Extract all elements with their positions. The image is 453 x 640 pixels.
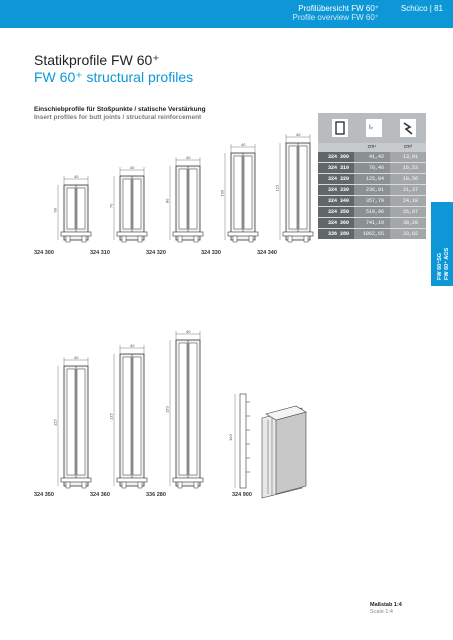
width-dimension: 40 (130, 344, 134, 348)
height-dimension: 70 (110, 204, 114, 208)
article-number: 324 300 (318, 152, 354, 162)
brand-page-number: Schüco | 81 (400, 4, 443, 13)
value-ix: 125,84 (354, 174, 390, 184)
value-ix: 236,91 (354, 185, 390, 195)
profile-drawing: 40 115 (276, 133, 314, 243)
value-wx: 16,53 (390, 163, 426, 173)
value-ix: 41,42 (354, 152, 390, 162)
profile-drawing: 40 60 (54, 175, 92, 243)
width-dimension: 40 (186, 156, 190, 160)
width-dimension: 40 (74, 175, 78, 179)
value-ix: 1062,65 (354, 229, 390, 239)
scale-en: Scale 1:4 (370, 609, 393, 615)
value-wx: 26,97 (390, 207, 426, 217)
value-wx: 13,91 (390, 152, 426, 162)
profile-drawing: 40 150 (166, 330, 204, 489)
unit-cm4: cm⁴ (367, 144, 377, 150)
table-units-row: cm⁴ cm³ (318, 143, 426, 152)
profile-drawing: 40 70 (110, 166, 148, 243)
article-number: 324 320 (318, 174, 354, 184)
article-number: 324 350 (318, 207, 354, 217)
profile-label: 324 330 (201, 250, 221, 256)
article-number: 324 330 (318, 185, 354, 195)
value-ix: 357,79 (354, 196, 390, 206)
article-number: 324 310 (318, 163, 354, 173)
profile-label: 324 300 (34, 250, 54, 256)
height-dimension: 115 (276, 185, 280, 192)
perspective-sketch (261, 405, 307, 499)
width-dimension: 40 (74, 356, 78, 360)
width-dimension: 40 (130, 166, 134, 170)
page-title: Statikprofile FW 60⁺ FW 60⁺ structural p… (34, 52, 193, 86)
profile-drawing: 40 135 (110, 344, 148, 489)
unit-cm3: cm³ (403, 144, 413, 150)
scale-de: Maßstab 1:4 (370, 602, 402, 608)
article-number: 324 360 (318, 218, 354, 228)
value-ix: 519,96 (354, 207, 390, 217)
profile-label: 324 320 (146, 250, 166, 256)
page-title-de: Statikprofile FW 60⁺ (34, 52, 160, 68)
height-dimension: 135 (110, 413, 114, 420)
value-wx: 33,02 (390, 229, 426, 239)
section-heading: Einschiebprofile für Stoßpunkte / statis… (34, 106, 206, 122)
profile-label: 336 280 (146, 492, 166, 498)
slotted-bar-324-900 (234, 393, 250, 489)
profile-label: 324 340 (257, 250, 277, 256)
profile-label: 324 360 (90, 492, 110, 498)
bending-icon (400, 119, 416, 137)
header-title-de: Profilübersicht FW 60⁺ (298, 4, 379, 13)
profile-drawing: 40 100 (221, 143, 259, 243)
svg-text:Iᵧ: Iᵧ (369, 124, 374, 131)
profile-drawing: 40 80 (166, 156, 204, 243)
profile-section-icon (332, 119, 348, 137)
side-tab[interactable]: FW 60⁺SG FW 60⁺ AOS (431, 202, 453, 286)
moment-of-inertia-icon: Iᵧ (366, 119, 382, 137)
width-dimension: 40 (296, 133, 300, 137)
value-wx: 24,18 (390, 196, 426, 206)
height-dimension: 80 (166, 199, 170, 203)
width-dimension: 40 (186, 330, 190, 334)
scale-note: Maßstab 1:4 Scale 1:4 (370, 602, 402, 616)
article-number: 324 340 (318, 196, 354, 206)
page-title-en: FW 60⁺ structural profiles (34, 69, 194, 85)
profile-label: 324 350 (34, 492, 54, 498)
width-dimension: 40 (241, 143, 245, 147)
section-title-de: Einschiebprofile für Stoßpunkte / statis… (34, 106, 206, 113)
header-bar: Profilübersicht FW 60⁺ Profile overview … (0, 0, 453, 28)
height-dimension: 100 (229, 434, 233, 441)
profile-label: 324 900 (232, 492, 252, 498)
height-dimension: 100 (221, 190, 225, 197)
header-title: Profilübersicht FW 60⁺ Profile overview … (293, 4, 379, 22)
value-wx: 18,56 (390, 174, 426, 184)
value-ix: 78,46 (354, 163, 390, 173)
table-header: Iᵧ (318, 113, 426, 143)
header-title-en: Profile overview FW 60⁺ (292, 13, 379, 22)
value-wx: 30,20 (390, 218, 426, 228)
height-dimension: 125 (54, 419, 58, 426)
height-dimension: 60 (54, 208, 58, 212)
section-title-en: Insert profiles for butt joints / struct… (34, 114, 202, 121)
profile-label: 324 310 (90, 250, 110, 256)
height-dimension: 150 (166, 406, 170, 413)
article-number: 336 280 (318, 229, 354, 239)
profile-drawing: 40 125 (54, 356, 92, 489)
value-wx: 21,37 (390, 185, 426, 195)
value-ix: 741,19 (354, 218, 390, 228)
